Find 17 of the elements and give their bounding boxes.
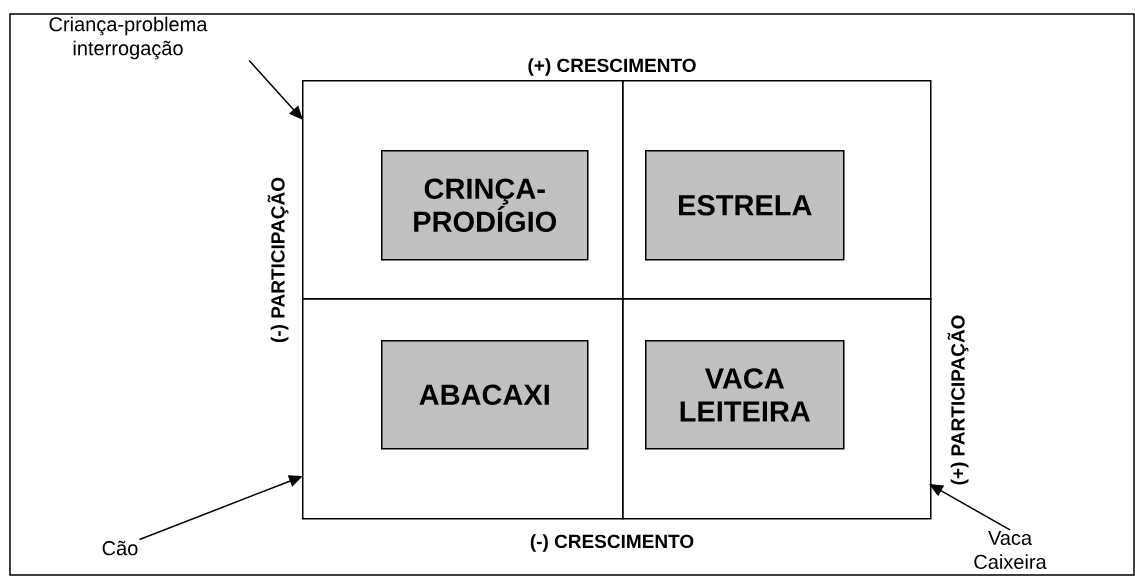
category-box: VACA LEITEIRA — [645, 340, 845, 450]
axis-label: (-) PARTICIPAÇÃO — [267, 177, 289, 343]
category-box: ABACAXI — [381, 340, 589, 450]
quadrant-box — [302, 298, 624, 520]
category-box: ESTRELA — [645, 150, 845, 261]
callout-text: Cão — [102, 540, 138, 556]
category-box: CRINÇA-PRODÍGIO — [381, 150, 589, 261]
quadrant-box — [622, 298, 932, 520]
quadrant-box — [622, 80, 932, 300]
arrow — [248, 59, 303, 120]
axis-label: (+) CRESCIMENTO — [528, 58, 696, 76]
axis-label: (+) PARTICIPAÇÃO — [947, 315, 969, 485]
callout-text: Criança-problema interrogação — [49, 16, 208, 60]
quadrant-box — [302, 80, 624, 300]
arrow — [929, 484, 1011, 531]
callout-text: Vaca Caixeira — [974, 531, 1047, 569]
axis-label: (-) CRESCIMENTO — [530, 534, 694, 552]
